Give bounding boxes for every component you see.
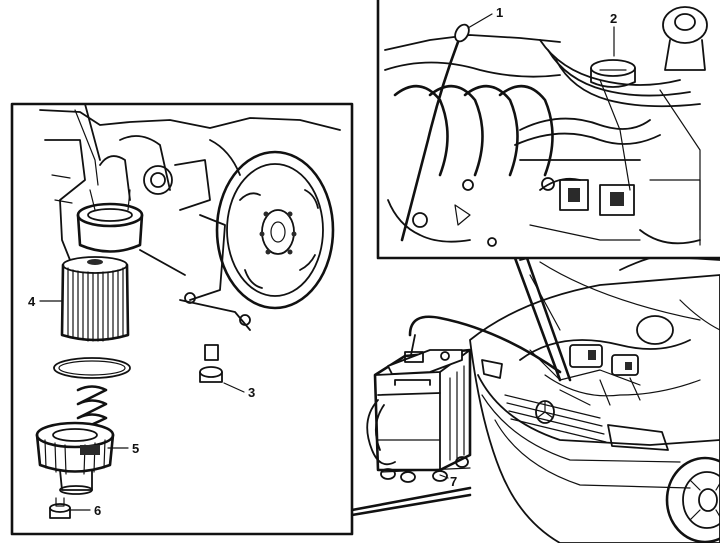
drain-plug-lower bbox=[49, 497, 71, 519]
pointer-line-lower bbox=[350, 493, 472, 517]
filter-spring bbox=[76, 385, 108, 432]
engine-bay bbox=[519, 315, 701, 406]
front-wheel bbox=[665, 456, 720, 543]
dipstick bbox=[400, 23, 470, 242]
inset-dipstick-area bbox=[376, 0, 720, 382]
callout-3: 3 bbox=[248, 385, 255, 400]
filter-cover bbox=[35, 421, 115, 495]
oil-filler-cap bbox=[590, 59, 636, 88]
callout-1: 1 bbox=[496, 5, 503, 20]
callout-7: 7 bbox=[450, 474, 457, 489]
callout-5: 5 bbox=[132, 441, 139, 456]
oil-extractor-cart bbox=[366, 315, 562, 483]
oil-drain-plug bbox=[199, 344, 223, 383]
oil-filter-element bbox=[60, 256, 130, 342]
pointer-line-upper bbox=[513, 256, 562, 382]
callout-4: 4 bbox=[28, 294, 36, 309]
suction-hose bbox=[408, 315, 562, 374]
callout-6: 6 bbox=[94, 503, 101, 518]
headlight-left bbox=[481, 359, 503, 379]
mercedes-star-logo bbox=[535, 400, 555, 424]
intake-runners bbox=[393, 84, 554, 177]
callout-2: 2 bbox=[610, 11, 617, 26]
seal-ring bbox=[53, 357, 131, 379]
headlight bbox=[607, 424, 669, 451]
filter-housing bbox=[76, 189, 186, 276]
inset-oil-filter bbox=[10, 102, 472, 536]
van-illustration bbox=[469, 244, 720, 543]
flywheel bbox=[215, 150, 335, 310]
grille bbox=[504, 394, 607, 443]
